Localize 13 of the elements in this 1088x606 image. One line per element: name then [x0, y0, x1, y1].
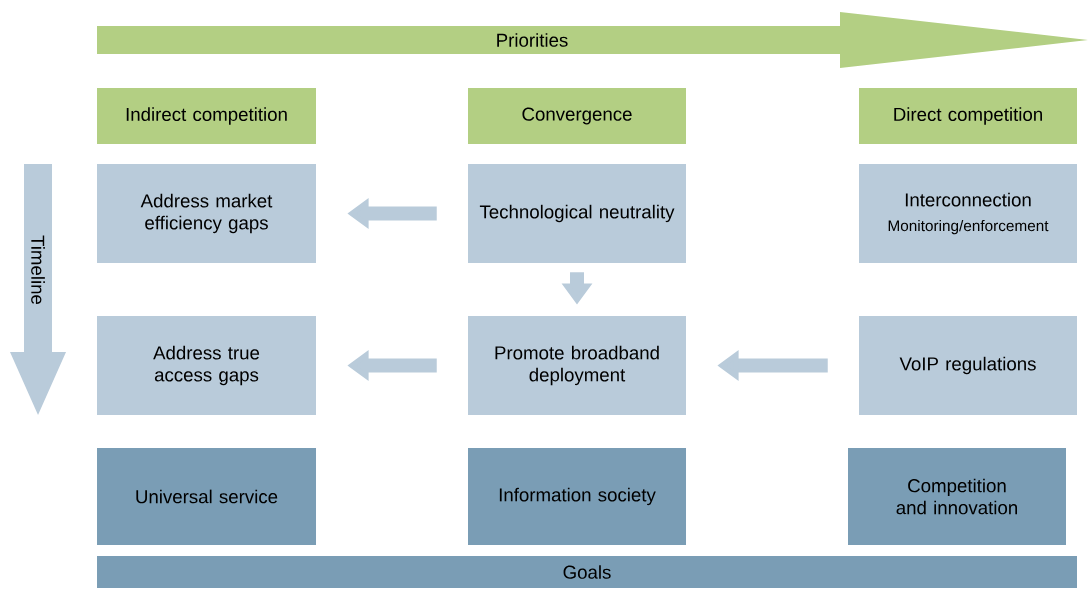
header-box: Direct competition [859, 88, 1077, 144]
process-box: Interconnection Monitoring/enforcement [859, 164, 1077, 263]
goal-box: Universal service [97, 448, 316, 545]
process-box: Technological neutrality [468, 164, 686, 263]
process-box: Address true access gaps [97, 316, 316, 415]
header-box: Indirect competition [97, 88, 316, 144]
process-box: Address market efficiency gaps [97, 164, 316, 263]
goals-bar: Goals [97, 556, 1077, 588]
goal-box: Competition and innovation [848, 448, 1066, 545]
process-box: VoIP regulations [859, 316, 1077, 415]
header-box: Convergence [468, 88, 686, 144]
goal-box: Information society [468, 448, 686, 545]
process-box: Promote broadband deployment [468, 316, 686, 415]
